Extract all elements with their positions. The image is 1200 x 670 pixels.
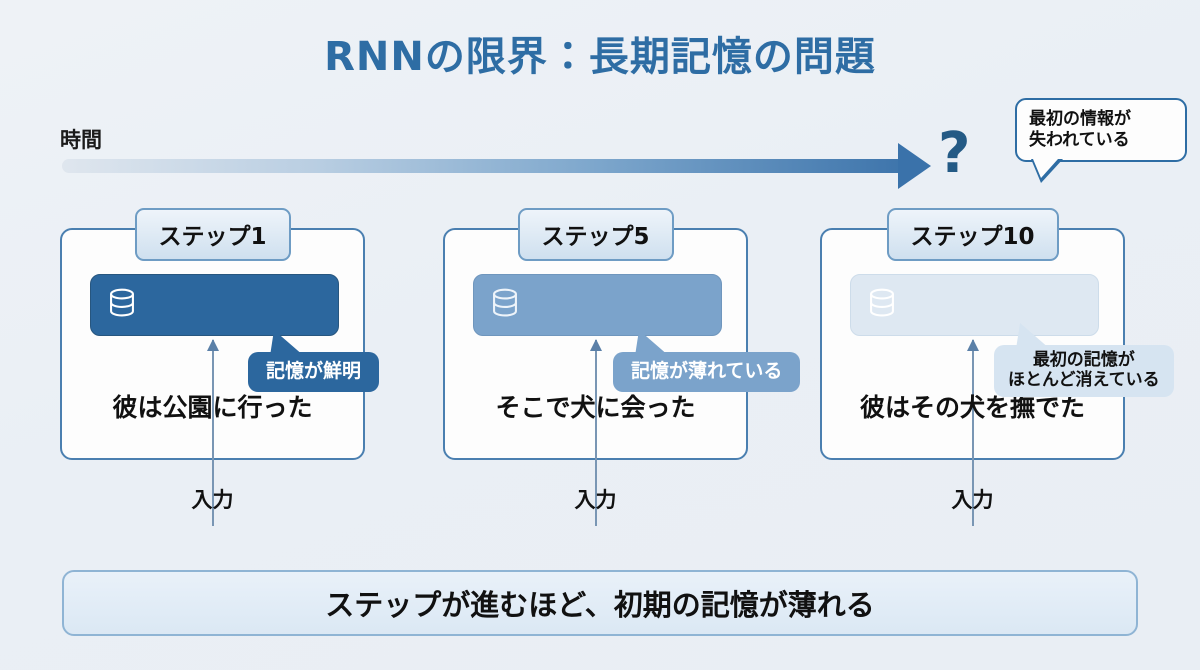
database-icon — [493, 288, 517, 317]
input-arrow-step-5 — [589, 339, 602, 526]
timeline-gradient-bar — [62, 159, 907, 173]
memory-callout-step-1: 記憶が鮮明 — [248, 330, 380, 392]
memory-bar-step-5 — [473, 274, 722, 336]
summary-banner: ステップが進むほど、初期の記憶が薄れる — [62, 570, 1138, 636]
database-icon — [870, 288, 894, 317]
memory-callout-step-10: 最初の記憶が ほとんど消えている — [994, 323, 1174, 397]
timeline-label: 時間 — [60, 128, 102, 152]
timeline-arrowhead-icon — [898, 143, 931, 189]
memory-callout-text-10-line2: ほとんど消えている — [1008, 370, 1160, 391]
step-badge-10: ステップ10 — [886, 208, 1059, 261]
callout-pointer-icon — [270, 330, 304, 356]
callout-pointer-icon — [1016, 323, 1050, 349]
input-label-step-1: 入力 — [191, 488, 234, 512]
question-mark-icon: ? — [938, 121, 971, 186]
lost-information-line2: 失われている — [1029, 129, 1130, 150]
step-sentence-10: 彼はその犬を撫でた — [859, 393, 1085, 422]
input-label-step-10: 入力 — [951, 488, 994, 512]
step-card-10[interactable]: ステップ10 彼はその犬を撫でた — [820, 208, 1125, 526]
input-label-step-5: 入力 — [574, 488, 617, 512]
step-badge-5: ステップ5 — [517, 208, 674, 261]
step-card-5[interactable]: ステップ5 そこで犬に会った — [443, 208, 748, 526]
input-arrow-step-10 — [966, 339, 979, 526]
memory-callout-step-5: 記憶が薄れている — [613, 330, 801, 392]
memory-bar-step-10 — [850, 274, 1099, 336]
bubble-tail-inner-icon — [1033, 159, 1058, 179]
memory-bar-step-1 — [90, 274, 339, 336]
database-icon — [110, 288, 134, 317]
memory-callout-text-1: 記憶が鮮明 — [266, 360, 362, 382]
step-card-1[interactable]: ステップ1 彼は公園に行った — [60, 208, 365, 526]
memory-callout-text-5: 記憶が薄れている — [631, 360, 783, 382]
lost-information-line1: 最初の情報が — [1029, 109, 1131, 129]
step-sentence-5: そこで犬に会った — [495, 393, 696, 422]
input-arrow-step-1 — [206, 339, 219, 526]
callout-pointer-icon — [635, 330, 669, 356]
step-sentence-1: 彼は公園に行った — [112, 393, 313, 422]
page-title: RNNの限界：長期記憶の問題 — [324, 34, 876, 80]
lost-information-callout: 最初の情報が 失われている — [1015, 98, 1187, 184]
memory-callout-text-10-line1: 最初の記憶が — [1032, 350, 1135, 370]
summary-text: ステップが進むほど、初期の記憶が薄れる — [325, 588, 875, 622]
step-badge-1: ステップ1 — [134, 208, 291, 261]
